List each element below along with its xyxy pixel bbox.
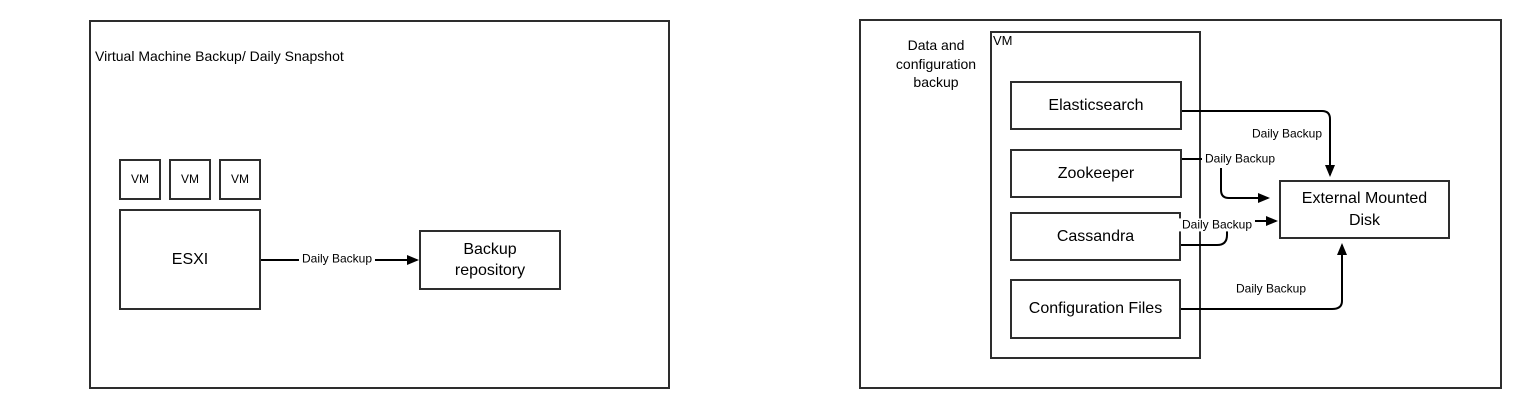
vm-node-1-label: VM — [131, 171, 149, 186]
cassandra-label: Cassandra — [1056, 227, 1135, 245]
edge-label-configfiles-daily-backup: Daily Backup — [1232, 282, 1310, 296]
edge-label-esxi-daily-backup: Daily Backup — [298, 252, 376, 266]
vm-backup-panel — [89, 20, 670, 389]
elasticsearch-label: Elasticsearch — [1048, 96, 1144, 114]
edge-label-cassandra-daily-backup: Daily Backup — [1178, 218, 1256, 232]
external-mounted-disk-node: External Mounted Disk — [1279, 180, 1450, 239]
vm-node-3-label: VM — [231, 171, 249, 186]
zookeeper-label: Zookeeper — [1057, 164, 1135, 182]
esxi-node-label: ESXI — [171, 250, 209, 268]
edge-label-zookeeper-daily-backup: Daily Backup — [1201, 152, 1279, 166]
edge-label-elasticsearch-daily-backup: Daily Backup — [1248, 127, 1326, 141]
backup-repository-label: Backup repository — [454, 240, 526, 279]
configuration-files-node: Configuration Files — [1010, 279, 1181, 339]
zookeeper-node: Zookeeper — [1010, 149, 1182, 198]
left-panel-title: Virtual Machine Backup/ Daily Snapshot — [95, 48, 344, 64]
vm-node-3: VM — [219, 159, 261, 200]
vm-node-2-label: VM — [181, 171, 199, 186]
esxi-node: ESXI — [119, 209, 261, 310]
cassandra-node: Cassandra — [1010, 212, 1181, 261]
configuration-files-label: Configuration Files — [1028, 300, 1163, 318]
vm-node-1: VM — [119, 159, 161, 200]
vm-node-2: VM — [169, 159, 211, 200]
elasticsearch-node: Elasticsearch — [1010, 81, 1182, 130]
right-panel-caption: Data and configuration backup — [895, 37, 977, 91]
vm-group-label: VM — [993, 33, 1013, 48]
backup-repository-node: Backup repository — [419, 230, 561, 290]
external-mounted-disk-label: External Mounted Disk — [1301, 190, 1428, 229]
